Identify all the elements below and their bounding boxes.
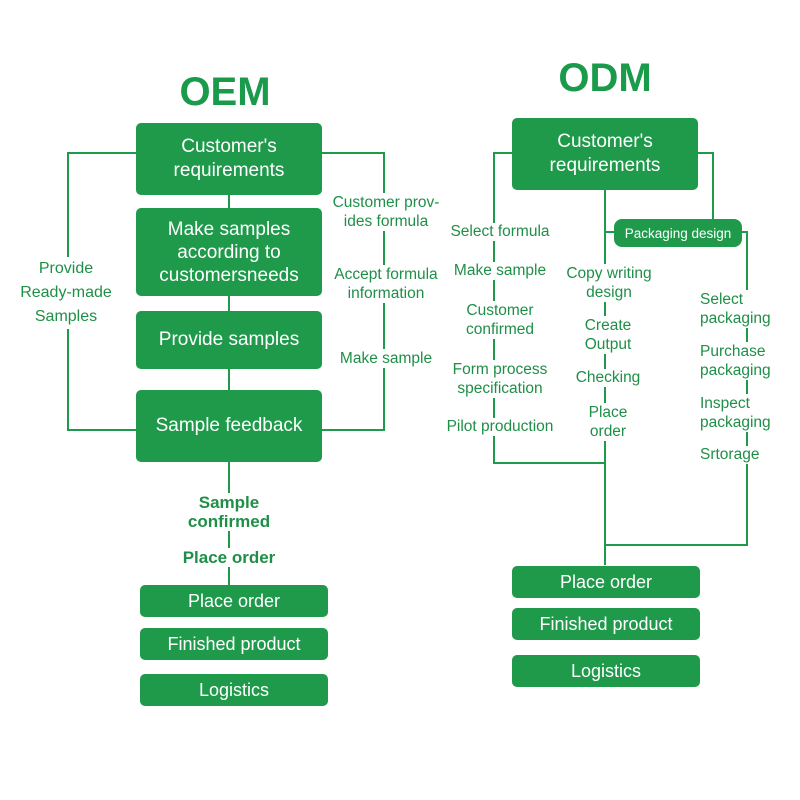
oem-bottom-logistics: Logistics — [140, 674, 328, 706]
odm-label-make-sample: Make sample — [444, 262, 556, 280]
oem-title: OEM — [179, 70, 271, 114]
oem-bottom-place-order: Place order — [140, 585, 328, 617]
odm-step-customer-requirements: Customer's requirements — [512, 118, 698, 190]
odm-label-create-output: Create Output — [568, 316, 648, 354]
odm-title: ODM — [558, 56, 652, 100]
oem-label-accept-formula: Accept formula information — [326, 265, 446, 303]
oem-bottom-finished-product: Finished product — [140, 628, 328, 660]
odm-label-select-packaging: Select packaging — [700, 290, 792, 328]
odm-label-checking: Checking — [568, 369, 648, 387]
odm-label-storage: Srtorage — [700, 446, 780, 464]
oem-label-place-order: Place order — [169, 548, 289, 567]
odm-label-pilot-production: Pilot production — [434, 418, 566, 436]
odm-bottom-logistics: Logistics — [512, 655, 700, 687]
oem-label-make-sample: Make sample — [326, 349, 446, 368]
odm-label-inspect-packaging: Inspect packaging — [700, 394, 792, 432]
odm-label-purchase-packaging: Purchase packaging — [700, 342, 792, 380]
oem-label-customer-provides-formula: Customer prov- ides formula — [326, 193, 446, 231]
odm-label-select-formula: Select formula — [438, 223, 562, 241]
oem-step-make-samples: Make samples according to customersneeds — [136, 208, 322, 296]
odm-label-customer-confirmed: Customer confirmed — [449, 301, 551, 339]
odm-label-copy-writing-design: Copy writing design — [557, 264, 661, 302]
oem-step-sample-feedback: Sample feedback — [136, 390, 322, 462]
odm-label-place-order: Place order — [573, 403, 643, 441]
oem-step-provide-samples: Provide samples — [136, 311, 322, 369]
odm-label-form-process: Form process specification — [444, 360, 556, 398]
oem-label-sample-confirmed: Sample confirmed — [169, 493, 289, 531]
odm-bottom-place-order: Place order — [512, 566, 700, 598]
oem-step-customer-requirements: Customer's requirements — [136, 123, 322, 195]
odm-bottom-finished-product: Finished product — [512, 608, 700, 640]
oem-label-ready-made-samples: Provide Ready-made Samples — [6, 257, 126, 329]
odm-packaging-design: Packaging design — [614, 219, 742, 247]
